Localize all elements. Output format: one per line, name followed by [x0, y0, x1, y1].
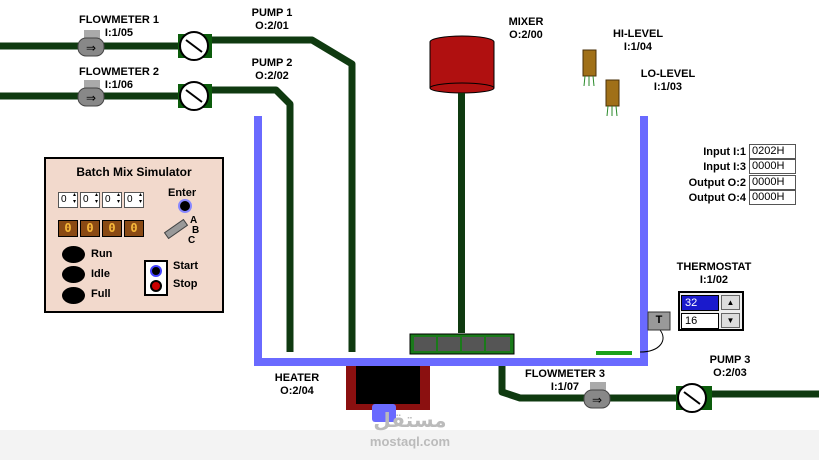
- thermostat-setpoint[interactable]: 32: [681, 295, 719, 311]
- pump-3-name: PUMP 3: [709, 354, 751, 366]
- stop-button[interactable]: [150, 280, 162, 292]
- pump-1-label: PUMP 1 O:2/01: [232, 7, 312, 33]
- heater: [346, 366, 430, 410]
- status-label-4: Output O:4: [688, 192, 746, 204]
- flowmeter-1-label: FLOWMETER 1 I:1/05: [64, 14, 174, 40]
- hi-level-name: HI-LEVEL: [612, 28, 664, 40]
- pump-1: [178, 31, 212, 61]
- pump-3-label: PUMP 3 O:2/03: [690, 354, 770, 380]
- pump-1-addr: O:2/01: [255, 20, 289, 32]
- display-digit-2: 0: [80, 220, 100, 237]
- selector-a: A: [190, 215, 198, 226]
- start-stop-switch: [144, 260, 168, 296]
- status-label-3: Output O:2: [688, 177, 746, 189]
- pipe-line-3: [498, 364, 819, 402]
- status-value-1: 0202H: [749, 144, 796, 159]
- watermark-logo: مستقل: [373, 408, 447, 432]
- heater-addr: O:2/04: [280, 385, 314, 397]
- status-value-3: 0000H: [749, 175, 796, 190]
- status-label-1: Input I:1: [703, 146, 746, 158]
- pump-1-name: PUMP 1: [251, 7, 293, 19]
- hi-level-sensor: [582, 49, 597, 87]
- flowmeter-2: ⇒: [77, 80, 105, 107]
- svg-text:⇒: ⇒: [86, 91, 96, 105]
- thermostat-symbol: T: [655, 314, 663, 326]
- setpoint-down-button[interactable]: ▼: [721, 313, 740, 328]
- watermark-badge: [372, 404, 396, 422]
- mixer-motor: [429, 35, 495, 333]
- flowmeter-3-name: FLOWMETER 3: [524, 368, 606, 380]
- thumbwheel-2[interactable]: 0: [80, 192, 100, 208]
- mixer-name: MIXER: [508, 16, 544, 28]
- flowmeter-1-name: FLOWMETER 1: [78, 14, 160, 26]
- enter-button[interactable]: [178, 199, 192, 213]
- lo-level-name: LO-LEVEL: [640, 68, 696, 80]
- flowmeter-3-label: FLOWMETER 3 I:1/07: [510, 368, 620, 394]
- thermostat-label: THERMOSTAT I:1/02: [664, 261, 764, 287]
- mixer-label: MIXER O:2/00: [488, 16, 564, 42]
- flowmeter-2-addr: I:1/06: [104, 79, 134, 91]
- display-digit-3: 0: [102, 220, 122, 237]
- heater-name: HEATER: [274, 372, 320, 384]
- flowmeter-1-addr: I:1/05: [104, 27, 134, 39]
- flowmeter-3: ⇒: [583, 382, 611, 409]
- thumbwheel-3[interactable]: 0: [102, 192, 122, 208]
- pump-3: [676, 383, 712, 413]
- watermark-url: mostaql.com: [369, 434, 451, 449]
- stop-label: Stop: [173, 278, 198, 290]
- batch-mix-panel: Batch Mix Simulator 0 0 0 0 Enter 0 0 0 …: [44, 157, 224, 313]
- full-label: Full: [91, 288, 111, 300]
- full-lamp: [62, 287, 85, 304]
- flowmeter-2-label: FLOWMETER 2 I:1/06: [64, 66, 174, 92]
- lo-level-sensor: [605, 79, 620, 117]
- lo-level-addr: I:1/03: [653, 81, 683, 93]
- lo-level-label: LO-LEVEL I:1/03: [628, 68, 708, 94]
- flowmeter-2-name: FLOWMETER 2: [78, 66, 160, 78]
- selector-b: B: [192, 225, 200, 236]
- abc-selector-switch[interactable]: [163, 218, 189, 240]
- panel-title: Batch Mix Simulator: [76, 165, 192, 179]
- mixing-tank: [254, 116, 648, 366]
- status-value-4: 0000H: [749, 190, 796, 205]
- start-label: Start: [173, 260, 199, 272]
- pipe-line-2: [0, 86, 294, 352]
- flowmeter-3-addr: I:1/07: [550, 381, 580, 393]
- thermostat-sensor: [596, 311, 671, 355]
- display-digit-4: 0: [124, 220, 144, 237]
- run-label: Run: [91, 248, 113, 260]
- pump-2: [178, 81, 212, 111]
- svg-text:⇒: ⇒: [86, 41, 96, 55]
- thumbwheel-1[interactable]: 0: [58, 192, 78, 208]
- run-lamp: [62, 246, 85, 263]
- svg-text:⇒: ⇒: [592, 393, 602, 407]
- idle-label: Idle: [91, 268, 110, 280]
- thermostat-name: THERMOSTAT: [676, 261, 752, 273]
- pump-2-label: PUMP 2 O:2/02: [232, 57, 312, 83]
- heater-label: HEATER O:2/04: [262, 372, 332, 398]
- hi-level-addr: I:1/04: [623, 41, 653, 53]
- pump-2-addr: O:2/02: [255, 70, 289, 82]
- hi-level-label: HI-LEVEL I:1/04: [598, 28, 678, 54]
- pump-2-name: PUMP 2: [251, 57, 293, 69]
- selector-c: C: [188, 235, 196, 246]
- enter-label: Enter: [168, 187, 197, 199]
- flowmeter-1: ⇒: [77, 30, 105, 57]
- bottom-strip: [0, 430, 819, 460]
- start-button[interactable]: [150, 265, 162, 277]
- pump-3-addr: O:2/03: [713, 367, 747, 379]
- thermostat-actual: 16: [681, 313, 719, 329]
- idle-lamp: [62, 266, 85, 283]
- setpoint-up-button[interactable]: ▲: [721, 295, 740, 310]
- mixer-paddle: [409, 333, 515, 355]
- thumbwheel-4[interactable]: 0: [124, 192, 144, 208]
- pipe-line-1: [0, 36, 356, 352]
- status-label-2: Input I:3: [703, 161, 746, 173]
- status-value-2: 0000H: [749, 159, 796, 174]
- mixer-addr: O:2/00: [509, 29, 543, 41]
- thermostat-addr: I:1/02: [699, 274, 729, 286]
- display-digit-1: 0: [58, 220, 78, 237]
